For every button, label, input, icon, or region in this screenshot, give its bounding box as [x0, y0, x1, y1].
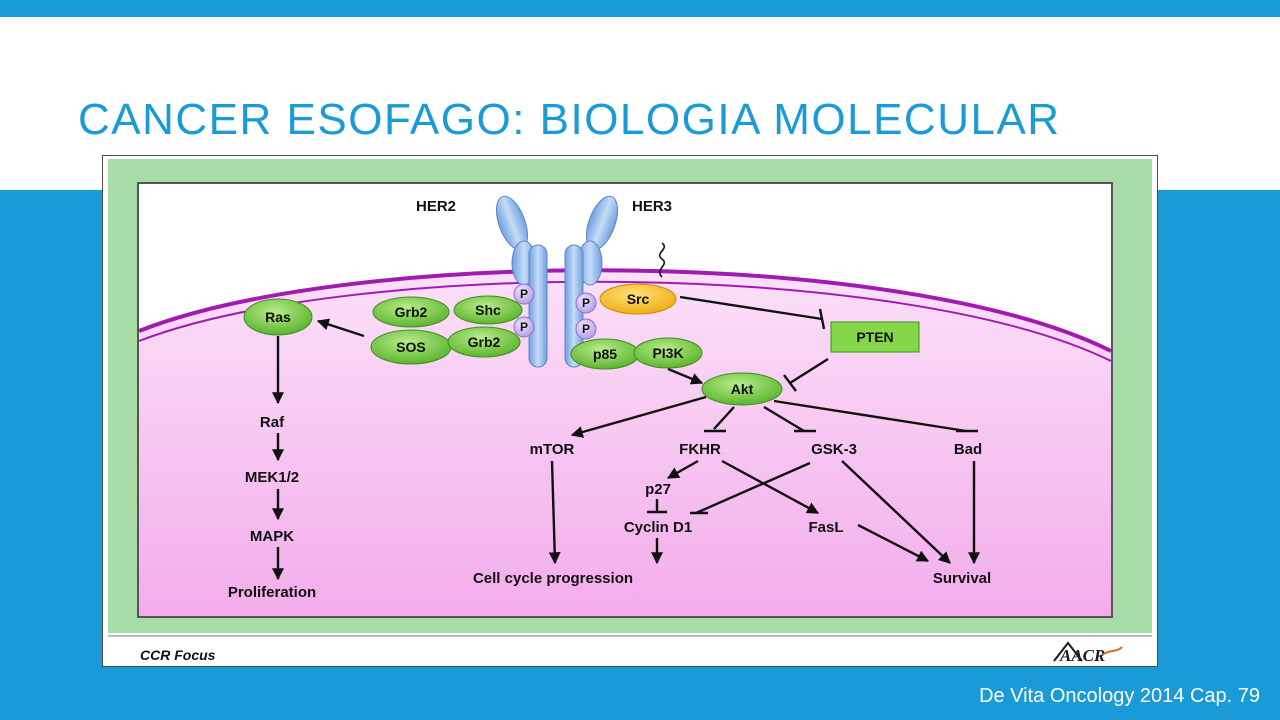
grb2-node: Grb2 — [447, 326, 521, 358]
svg-text:Src: Src — [627, 291, 650, 307]
her3-label: HER3 — [632, 198, 672, 215]
pathway-figure: HER2 HER3 P P P P Grb2 Shc SOS Grb2 Src — [102, 155, 1158, 667]
citation-text: De Vita Oncology 2014 Cap. 79 — [979, 685, 1260, 707]
top-accent-bar — [0, 0, 1280, 17]
svg-text:Shc: Shc — [475, 302, 501, 318]
proliferation-label: Proliferation — [228, 584, 316, 601]
svg-text:p85: p85 — [593, 346, 617, 362]
sos-node: SOS — [370, 329, 452, 365]
svg-text:AACR: AACR — [1059, 646, 1105, 665]
mek-label: MEK1/2 — [245, 469, 299, 486]
svg-text:Akt: Akt — [731, 381, 754, 397]
inhibition-lines — [647, 295, 978, 515]
membrane-outer — [138, 268, 1112, 353]
her3-receptor — [564, 195, 619, 368]
svg-text:P: P — [520, 320, 528, 334]
pten-node: PTEN — [830, 321, 920, 353]
raf-label: Raf — [260, 414, 285, 431]
svg-text:PTEN: PTEN — [856, 329, 893, 345]
bad-label: Bad — [954, 441, 982, 458]
pathway-diagram: HER2 HER3 P P P P Grb2 Shc SOS Grb2 Src — [102, 155, 1158, 667]
shc-node: Shc — [453, 295, 523, 325]
svg-text:SOS: SOS — [396, 339, 426, 355]
ras-node: Ras — [243, 298, 313, 336]
svg-text:PI3K: PI3K — [652, 345, 683, 361]
svg-text:P: P — [520, 287, 528, 301]
mtor-label: mTOR — [530, 441, 575, 458]
svg-text:Grb2: Grb2 — [395, 304, 428, 320]
svg-text:P: P — [582, 322, 590, 336]
cell-cycle-label: Cell cycle progression — [473, 570, 633, 587]
grb2-node: Grb2 — [372, 296, 450, 328]
pi3k-node: PI3K — [633, 337, 703, 369]
cyclin-d1-label: Cyclin D1 — [624, 519, 692, 536]
gsk3-label: GSK-3 — [811, 441, 857, 458]
svg-text:P: P — [582, 296, 590, 310]
fkhr-label: FKHR — [679, 441, 721, 458]
journal-label: CCR Focus — [140, 647, 216, 663]
svg-text:Grb2: Grb2 — [468, 334, 501, 350]
p27-label: p27 — [645, 481, 671, 498]
src-node: Src — [599, 242, 677, 315]
phospho-site: P — [575, 318, 597, 340]
mapk-label: MAPK — [250, 528, 294, 545]
slide-title: CANCER ESOFAGO: BIOLOGIA MOLECULAR — [78, 95, 1061, 144]
phospho-site: P — [513, 283, 535, 305]
survival-label: Survival — [933, 570, 991, 587]
aacr-logo: AACR — [1053, 641, 1123, 665]
akt-node: Akt — [701, 372, 783, 406]
fasl-label: FasL — [808, 519, 843, 536]
phospho-site: P — [575, 292, 597, 314]
her2-label: HER2 — [416, 198, 456, 215]
activation-arrows — [272, 318, 980, 581]
p85-node: p85 — [570, 338, 640, 370]
phospho-site: P — [513, 316, 535, 338]
svg-text:Ras: Ras — [265, 309, 291, 325]
